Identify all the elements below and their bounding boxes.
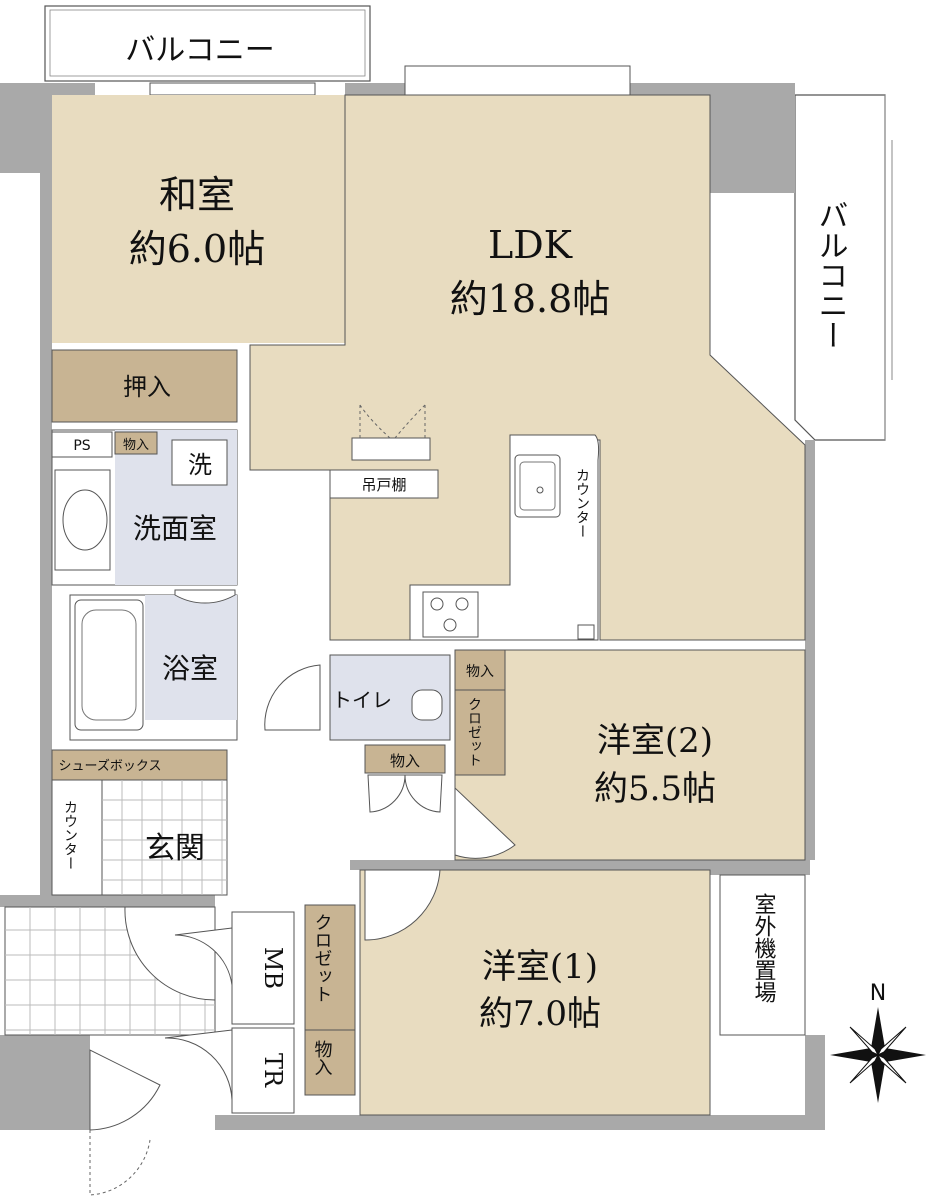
balcony-top-label: バルコニー [125,33,274,68]
ps-label: PS [73,438,90,454]
monoire-hall: 物入 [364,744,446,813]
senmenjo-room: PS 物入 洗 洗面室 [51,429,238,586]
tr-label: TR [259,1053,287,1088]
balcony-top: バルコニー [44,5,371,82]
balcony-right: バルコニー [794,94,893,441]
washitsu-size: 約6.0帖 [129,227,265,271]
toilet-label: トイレ [332,688,392,712]
monoire-y2-label: 物入 [466,664,494,680]
yoshitsu1-room: クロゼット 物入 洋室(1) 約7.0帖 [304,869,711,1116]
yokushitsu-label: 浴室 [162,652,218,685]
senmenjo-label: 洗面室 [133,512,217,545]
counter-entry-label: カウンター [62,800,78,870]
oshiire: 押入 [51,349,238,423]
ldk-size: 約18.8帖 [450,277,611,321]
tsuritodana: 吊戸棚 [329,404,439,499]
counter-kitchen-label: カウンター [574,468,590,538]
compass: N [830,981,926,1103]
yoshitsu1-size: 約7.0帖 [479,994,601,1034]
monoire-y1-label: 物入 [312,1040,333,1076]
entrance-porch [4,906,216,1196]
monoire-wash-label: 物入 [123,438,149,453]
outdoor-unit-label: 室外機置場 [751,893,777,1003]
shoes-box-label: シューズボックス [59,758,162,774]
ldk-name: LDK [488,223,573,267]
genkan-area: シューズボックス カウンター 玄関 [51,749,228,896]
mb-label: MB [259,947,287,989]
mb-tr: MB TR [164,911,295,1114]
tsuritodana-label: 吊戸棚 [361,476,406,494]
yoshitsu2-size: 約5.5帖 [594,769,716,809]
yokushitsu-room: 浴室 [69,589,238,741]
balcony-right-label: バルコニー [813,200,848,350]
washitsu-name: 和室 [159,173,235,217]
compass-n-label: N [870,981,886,1006]
kitchen-counter: カウンター [409,434,600,641]
walls [0,83,825,1130]
monoire-hall-label: 物入 [390,752,420,770]
yoshitsu2-name: 洋室(2) [597,721,713,761]
washitsu-room: 和室 約6.0帖 [52,95,345,343]
outdoor-unit-area: 室外機置場 [719,874,806,1036]
toilet-room: トイレ [264,654,451,741]
closet-y1-label: クロゼット [312,913,333,1003]
washer-label: 洗 [188,451,212,479]
yoshitsu1-name: 洋室(1) [482,947,598,987]
ldk-room: LDK 約18.8帖 [249,94,806,641]
oshiire-label: 押入 [123,373,171,401]
yoshitsu2-room: 物入 クロゼット 洋室(2) 約5.5帖 [454,649,806,861]
genkan-label: 玄関 [145,831,205,866]
closet-y2-label: クロゼット [466,697,482,767]
